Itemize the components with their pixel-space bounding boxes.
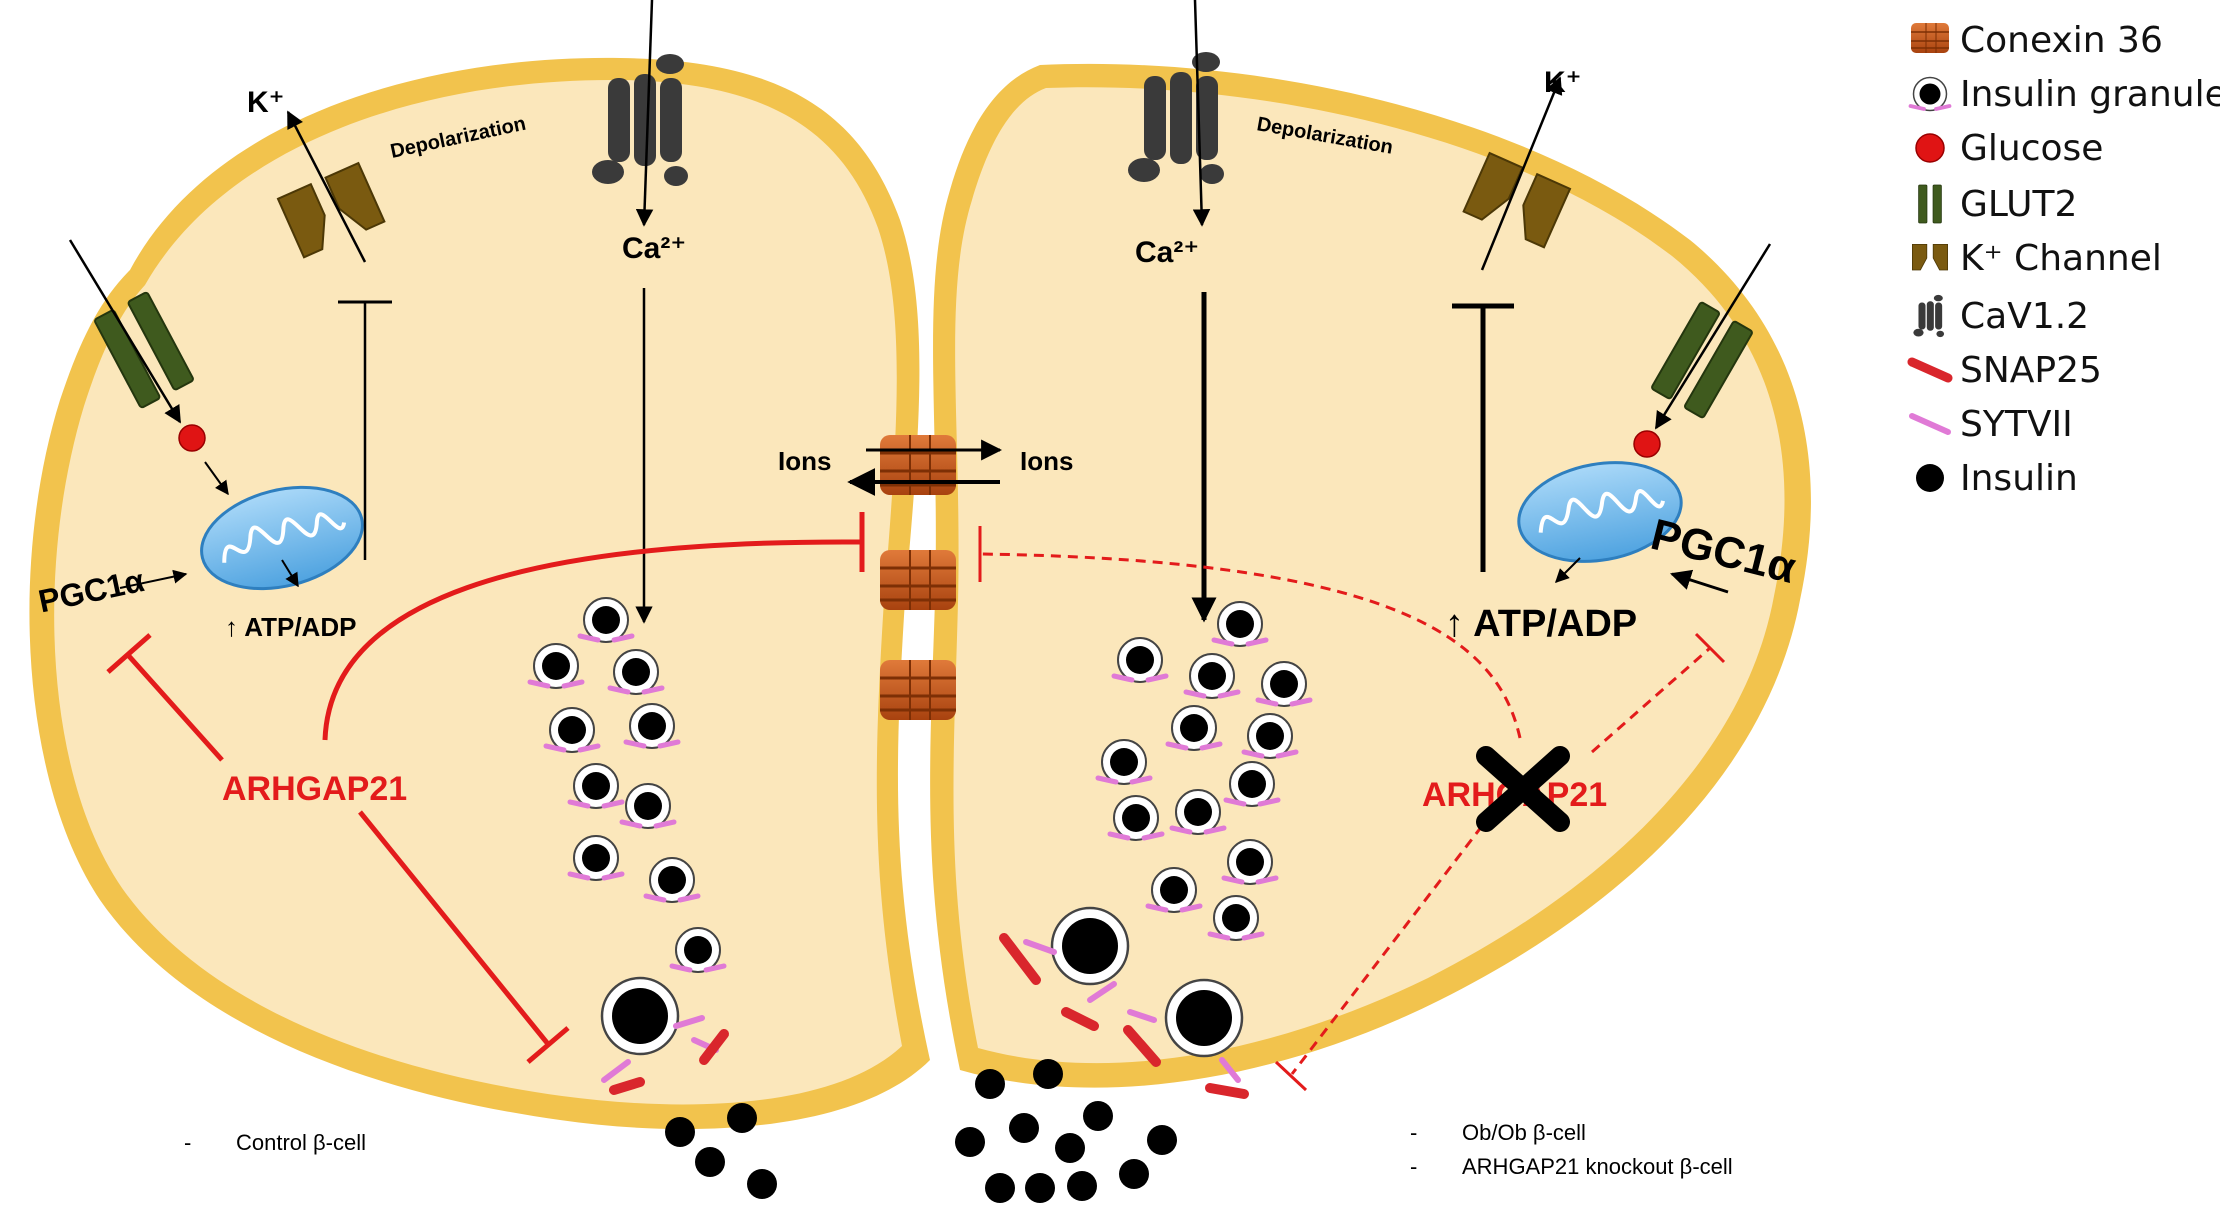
lost-inhibition-connexin-line [979, 552, 1522, 739]
arhgap-inhibits-exocytosis-bar [526, 1026, 570, 1064]
legend-item-insulin: Insulin [1916, 458, 2078, 499]
connexin-icon [1910, 22, 1950, 54]
ions-label-left: Ions [778, 446, 831, 476]
arhgap21-label-left: ARHGAP21 [222, 770, 407, 808]
ca-influx-arrow-right [1192, 0, 1211, 227]
k-efflux-arrow-right [1480, 76, 1563, 271]
ca-influx-arrow-left [635, 0, 654, 227]
caption-obob: Ob/Ob β-cell [1462, 1120, 1586, 1145]
arhgap-inhibits-connexin-line [322, 539, 861, 741]
caption-bullet: - [1410, 1154, 1417, 1179]
atp-adp-label-left: ↑ ATP/ADP [225, 612, 356, 642]
left-cell-cytoplasm [54, 79, 902, 1105]
secreted-insulin-left [665, 1103, 777, 1199]
snap25-sytvii-right [999, 933, 1249, 1099]
legend-item-cav12: CaV1.2 [1913, 294, 2089, 338]
insulin-icon [1916, 464, 1944, 492]
left-cell [29, 57, 931, 1130]
lost-inhibition-exocytosis-line [1290, 825, 1484, 1075]
k-label-left: K⁺ [247, 86, 285, 119]
ions-label-right: Ions [1020, 446, 1073, 476]
glucose-entry-arrow-right [1654, 243, 1772, 430]
connexin-channel-2 [878, 548, 958, 612]
arhgap-inhibits-pgc-line [126, 653, 224, 762]
glut2-icon [1918, 184, 1942, 224]
gap-junction: Ions Ions [778, 433, 1073, 722]
secreted-insulin-right [955, 1059, 1177, 1203]
pgc-to-mito-arrow [119, 569, 188, 589]
legend-label: GLUT2 [1960, 184, 2077, 225]
k-efflux-arrow [286, 110, 367, 263]
mito-to-atp-arrow [281, 559, 299, 588]
legend: Conexin 36 Insulin granule Glucose GLUT2… [1907, 20, 2220, 499]
lost-inhibition-pgc-line [1591, 646, 1711, 754]
legend-item-glucose: Glucose [1915, 128, 2103, 169]
legend-item-insulin-granule: Insulin granule [1908, 74, 2220, 115]
connexin-channel-1 [878, 433, 958, 497]
lost-inhibition-pgc-bar [1694, 632, 1726, 664]
k-label-right: K⁺ [1544, 66, 1582, 99]
ca-label-left: Ca²⁺ [622, 232, 686, 265]
arhgap-inhibits-pgc-bar [106, 633, 152, 674]
legend-item-k-channel: K⁺ Channel [1912, 238, 2162, 279]
legend-label: Glucose [1960, 128, 2103, 169]
snap25-sytvii-left [601, 1015, 729, 1095]
legend-label: SYTVII [1960, 404, 2073, 445]
legend-label: Insulin [1960, 458, 2078, 499]
caption-knockout: ARHGAP21 knockout β-cell [1462, 1154, 1733, 1179]
legend-label: CaV1.2 [1960, 296, 2089, 337]
legend-item-connexin: Conexin 36 [1910, 20, 2163, 61]
legend-label: K⁺ Channel [1960, 238, 2162, 279]
glucose-icon [1633, 430, 1661, 458]
snap25-icon [1907, 357, 1953, 383]
glucose-icon [1915, 133, 1945, 163]
caption-bullet: - [1410, 1120, 1417, 1145]
glucose-icon [178, 424, 206, 452]
legend-label: Insulin granule [1960, 74, 2220, 115]
right-cell-cytoplasm [953, 87, 1785, 1064]
legend-label: SNAP25 [1960, 350, 2102, 391]
legend-label: Conexin 36 [1960, 20, 2163, 61]
connexin-channel-3 [878, 658, 958, 722]
ca-label-right: Ca²⁺ [1135, 236, 1199, 269]
atp-adp-label-right: ↑ ATP/ADP [1445, 603, 1637, 645]
glucose-to-mito-arrow [204, 461, 229, 496]
legend-item-glut2: GLUT2 [1918, 184, 2077, 225]
mito-to-atp-arrow-right [1555, 557, 1581, 583]
caption-bullet: - [184, 1130, 191, 1155]
sytvii-icon [1909, 413, 1951, 435]
arhgap-inhibits-exocytosis-line [358, 810, 550, 1046]
lost-inhibition-exocytosis-bar [1274, 1060, 1308, 1092]
legend-item-sytvii: SYTVII [1909, 404, 2073, 445]
caption-control: Control β-cell [236, 1130, 366, 1155]
knockout-cross-icon [1476, 746, 1570, 832]
k-channel-icon [1912, 243, 1948, 271]
legend-item-snap25: SNAP25 [1907, 350, 2102, 391]
pgc-to-mito-arrow-right [1670, 569, 1729, 594]
cav12-icon [1913, 294, 1945, 338]
glucose-entry-arrow [68, 239, 182, 424]
insulin-granule-icon [1908, 75, 1952, 113]
